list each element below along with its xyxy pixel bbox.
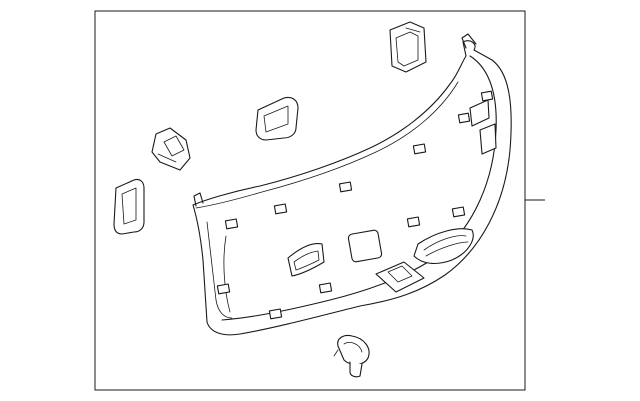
panel-clip-mounts — [216, 90, 494, 320]
window-cutout — [347, 229, 383, 263]
lamp-housing — [413, 228, 474, 265]
liftgate-trim-panel — [192, 33, 512, 336]
side-cover — [113, 178, 145, 235]
lower-pad — [375, 261, 425, 293]
push-pin-clip — [333, 334, 370, 378]
pull-handle-recess — [287, 243, 325, 277]
mounting-bracket — [151, 127, 191, 171]
square-cover — [255, 96, 299, 141]
tall-cover — [389, 21, 427, 73]
